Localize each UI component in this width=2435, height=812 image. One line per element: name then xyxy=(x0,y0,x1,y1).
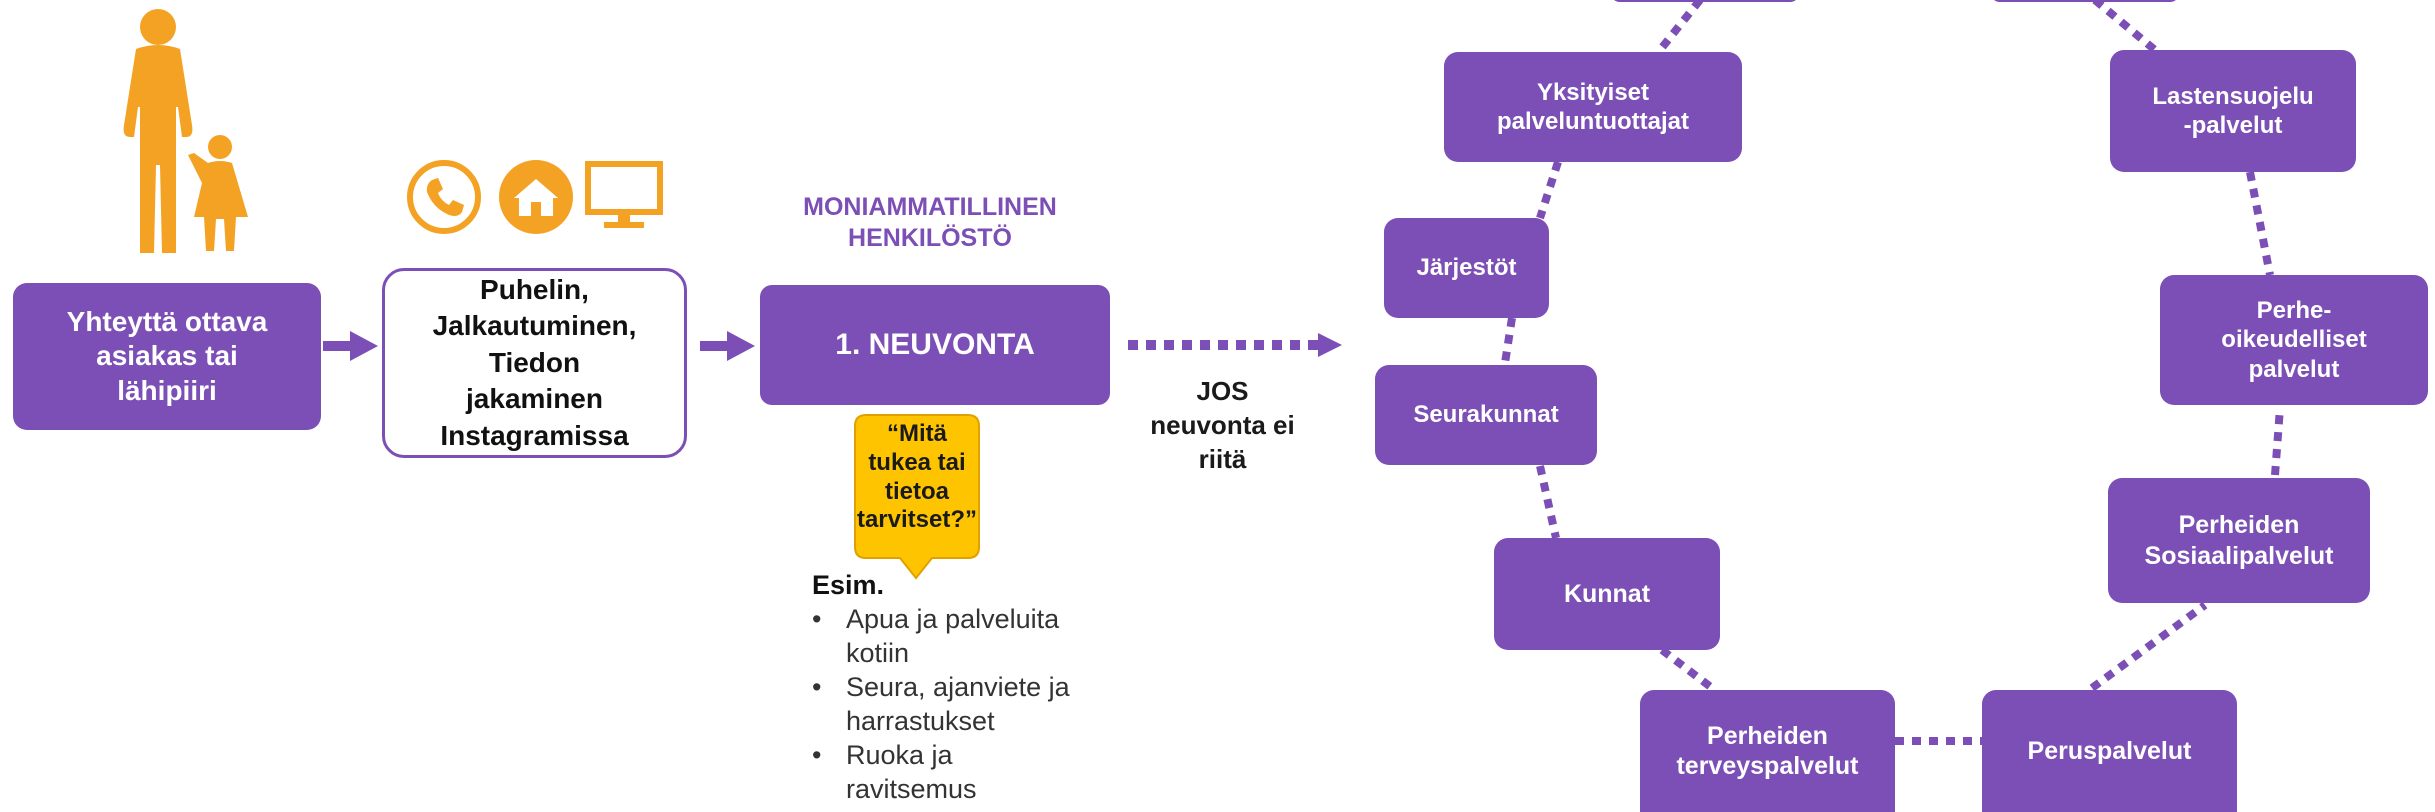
network-box-family-health: Perheiden terveyspalvelut xyxy=(1640,690,1895,812)
network-box-family-social: Perheiden Sosiaalipalvelut xyxy=(2108,478,2370,603)
network-box-private-providers: Yksityiset palveluntuottajat xyxy=(1444,52,1742,162)
example-text: Apua ja palveluita kotiin xyxy=(846,604,1060,668)
network-connectors xyxy=(1501,0,2284,745)
network-box-parishes: Seurakunnat xyxy=(1375,365,1597,465)
example-text: Ruoka ja ravitsemus xyxy=(846,740,977,804)
list-item: •Ruoka ja ravitsemus xyxy=(812,740,977,804)
top-left-partial-box xyxy=(1614,0,1796,2)
staff-heading: MONIAMMATILLINEN HENKILÖSTÖ xyxy=(803,193,1057,253)
arrow-right-icon xyxy=(700,331,755,361)
examples-title: Esim. xyxy=(812,570,885,600)
phone-icon xyxy=(407,160,481,234)
family-icon xyxy=(123,9,248,253)
computer-icon xyxy=(585,161,663,228)
top-right-partial-box xyxy=(1994,0,2176,2)
home-icon xyxy=(499,160,573,234)
client-box: Yhteyttä ottava asiakas tai lähipiiri xyxy=(13,283,321,430)
contact-channels-box: Puhelin, Jalkautuminen, Tiedon jakaminen… xyxy=(382,268,687,458)
network-box-organizations: Järjestöt xyxy=(1384,218,1549,318)
network-box-family-law: Perhe- oikeudelliset palvelut xyxy=(2160,275,2428,405)
arrow-right-icon xyxy=(323,331,378,361)
network-box-child-protection: Lastensuojelu -palvelut xyxy=(2110,50,2356,172)
counseling-box: 1. NEUVONTA xyxy=(760,285,1110,405)
example-text: Seura, ajanviete ja harrastukset xyxy=(846,672,1070,736)
list-item: •Apua ja palveluita kotiin xyxy=(812,604,1060,668)
examples-list: •Apua ja palveluita kotiin •Seura, ajanv… xyxy=(808,602,1128,806)
condition-text: JOS neuvonta ei riitä xyxy=(1150,376,1295,474)
question-bubble-text: “Mitä tukea tai tietoa tarvitset?” xyxy=(856,420,978,534)
network-box-basic-services: Peruspalvelut xyxy=(1982,690,2237,812)
speech-bubble xyxy=(854,414,980,580)
dotted-arrow xyxy=(1128,333,1342,357)
list-item: •Seura, ajanviete ja harrastukset xyxy=(812,672,1070,736)
network-box-municipalities: Kunnat xyxy=(1494,538,1720,650)
